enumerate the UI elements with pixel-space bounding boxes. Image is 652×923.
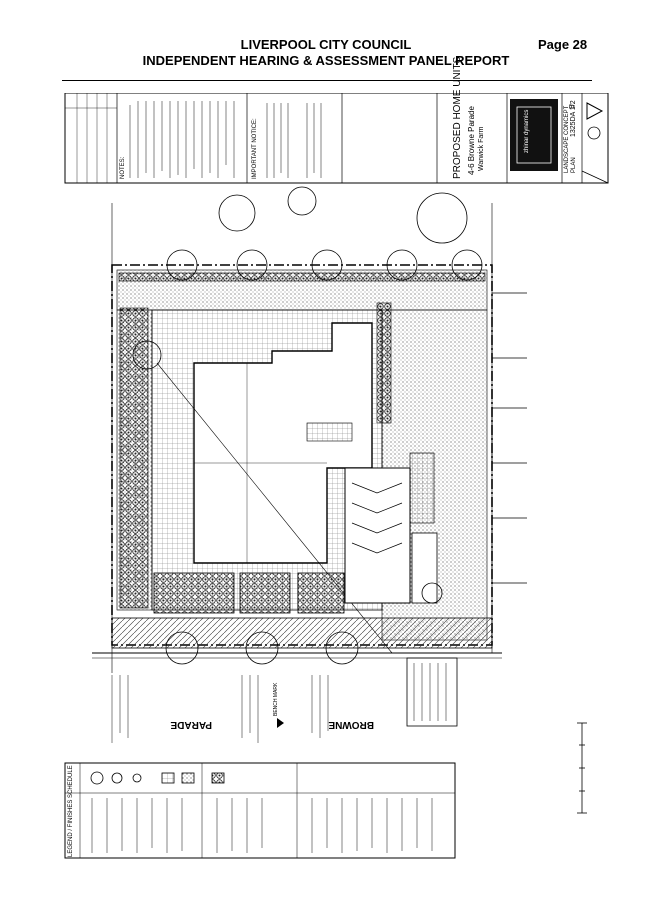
address-line-2: Warwick Farm: [478, 126, 485, 171]
revision-letter: B: [569, 104, 576, 109]
scale-bar: [577, 722, 587, 814]
firm-logo-block: [510, 99, 558, 171]
address-line-1: 4-6 Browne Parade: [467, 106, 476, 175]
project-title: PROPOSED HOME UNITS: [452, 56, 463, 179]
header-rule: [62, 80, 592, 81]
callouts: [111, 657, 458, 743]
important-notice-heading: IMPORTANT NOTICE:: [252, 118, 258, 179]
legend-table: [64, 762, 456, 859]
site-plan: [92, 186, 527, 673]
sheet-title-2: PLAN: [571, 157, 577, 173]
landscape-plan-svg: [64, 92, 609, 859]
street-name-browne: BROWNE: [328, 719, 374, 730]
page-header-subtitle: INDEPENDENT HEARING & ASSESSMENT PANEL R…: [142, 53, 510, 68]
legend-heading: LEGEND / FINISHES SCHEDULE: [68, 765, 74, 857]
firm-name: zhinar dynamics: [524, 109, 530, 153]
bench-mark-arrow: [277, 718, 284, 728]
bench-mark-label: BENCH MARK: [273, 682, 279, 716]
title-block: [64, 92, 609, 184]
landscape-plan-drawing: PROPOSED HOME UNITS 4-6 Browne Parade Wa…: [62, 57, 615, 863]
page-number: Page 28: [538, 37, 588, 52]
notes-heading: NOTES:: [120, 156, 126, 179]
street-name-parade: PARADE: [170, 719, 212, 730]
page-header-title: LIVERPOOL CITY COUNCIL: [240, 37, 412, 52]
